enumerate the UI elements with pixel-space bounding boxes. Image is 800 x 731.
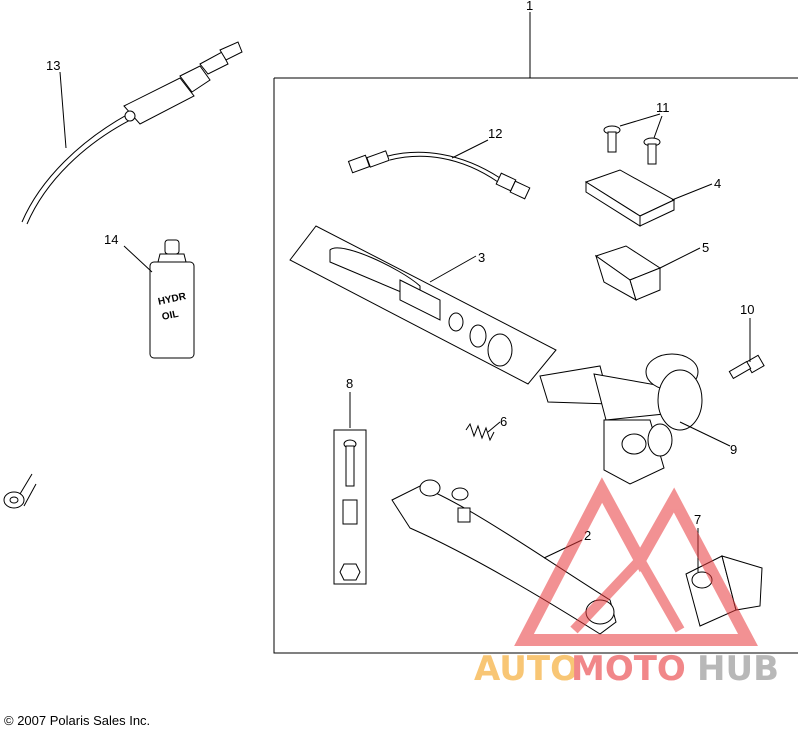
part-4-reservoir-cover [584, 169, 676, 227]
callout-2: 2 [584, 528, 591, 543]
callout-10: 10 [740, 302, 754, 317]
part-8-pivot-kit [333, 429, 367, 585]
leader-9 [679, 421, 731, 447]
leader-11a [619, 113, 661, 127]
leader-12 [451, 139, 489, 159]
callout-13: 13 [46, 58, 60, 73]
svg-text:HUB: HUB [697, 649, 779, 689]
banjo-fitting [3, 473, 37, 509]
part-10-bolt [728, 354, 765, 380]
callout-6: 6 [500, 414, 507, 429]
part-14-hydraulic-oil-bottle: HYDR OIL [149, 239, 195, 359]
svg-text:AUTO: AUTO [474, 649, 579, 689]
callout-12: 12 [488, 126, 502, 141]
assembly-frame-left [273, 78, 798, 654]
leader-13 [59, 71, 67, 149]
leader-5 [659, 247, 701, 269]
part-9-master-cylinder [539, 353, 703, 485]
leader-4 [671, 183, 713, 201]
callout-11: 11 [656, 100, 670, 115]
part-7-adjuster [685, 555, 763, 627]
callout-4: 4 [714, 176, 721, 191]
watermark-logo [514, 477, 758, 646]
copyright-text: © 2007 Polaris Sales Inc. [4, 713, 151, 728]
watermark-text: AUTO MOTO HUB [474, 649, 779, 689]
part-11-screws [603, 125, 661, 165]
leader-3 [429, 255, 477, 283]
callout-14: 14 [104, 232, 118, 247]
bottle-label-line2: OIL [161, 309, 180, 323]
callout-8: 8 [346, 376, 353, 391]
callout-7: 7 [694, 512, 701, 527]
svg-text:MOTO: MOTO [571, 649, 686, 689]
part-13-brake-line [21, 41, 243, 225]
callout-3: 3 [478, 250, 485, 265]
part-3-piston-kit [289, 225, 557, 385]
part-12-brake-switch [347, 150, 531, 200]
leader-6 [487, 421, 501, 433]
callout-9: 9 [730, 442, 737, 457]
part-2-brake-lever [391, 479, 617, 635]
callout-1: 1 [526, 0, 533, 13]
callout-5: 5 [702, 240, 709, 255]
part-6-spring [465, 422, 495, 442]
leader-14 [123, 245, 153, 273]
leader-11b [653, 115, 663, 139]
part-5-diaphragm [594, 245, 662, 302]
